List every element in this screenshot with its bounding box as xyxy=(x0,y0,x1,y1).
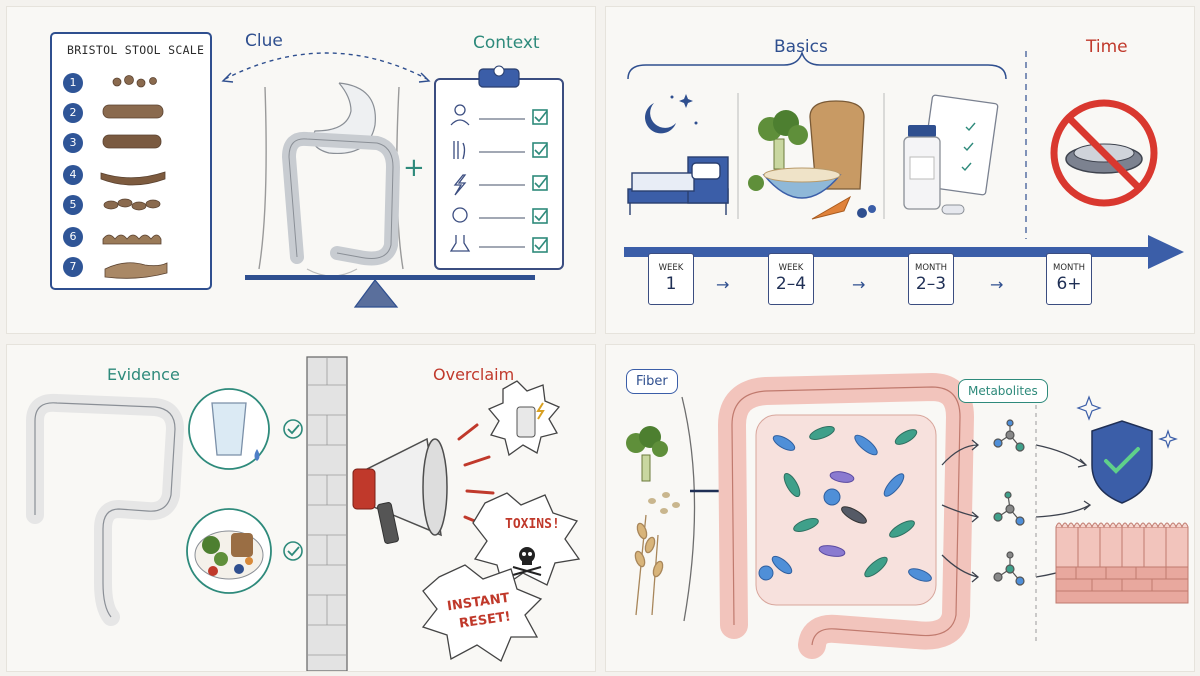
timeline-step-arrow: → xyxy=(990,275,1004,294)
basics-bracket xyxy=(627,50,1007,80)
panel-basics-time: Basics Time WEEK 1 WEEK 2–4 MONTH 2–3 MO… xyxy=(605,6,1195,334)
timeline-arrow xyxy=(624,247,1160,257)
stool-samples xyxy=(100,75,168,279)
wheat-icon xyxy=(634,514,664,616)
check-icon xyxy=(1104,447,1140,474)
broccoli-icon xyxy=(626,426,668,482)
plus-sign: + xyxy=(403,153,425,183)
colon xyxy=(281,131,401,266)
water-glass-icon xyxy=(211,402,247,456)
bed-icon xyxy=(627,156,729,215)
moon-icon xyxy=(645,103,676,134)
overclaim-label: Overclaim xyxy=(433,365,515,384)
pill-bottle-cap xyxy=(908,125,936,137)
fiber-metabolites-illustration xyxy=(626,372,1189,659)
burst-toxins xyxy=(472,492,581,589)
scale-number-6: 6 xyxy=(63,227,83,247)
check-icons xyxy=(532,109,548,253)
panel-clue-context: BRISTOL STOOL SCALE 1 2 3 4 5 6 7 Clue C… xyxy=(6,6,596,334)
check-icon xyxy=(287,546,300,557)
torso-outline xyxy=(258,86,404,270)
timeline-unit: WEEK xyxy=(778,263,804,273)
broccoli-icon xyxy=(758,110,808,170)
panel-evidence-overclaim: Evidence Overclaim TOXINS! INSTANT RESET… xyxy=(6,344,596,672)
basics-time-illustration xyxy=(624,50,1184,269)
scale-number-3: 3 xyxy=(63,133,83,153)
shield-icon xyxy=(1091,420,1153,504)
sparkle-icon xyxy=(1158,429,1178,449)
time-label: Time xyxy=(1086,37,1128,57)
scale-number-1: 1 xyxy=(63,73,83,93)
evidence-label: Evidence xyxy=(107,365,180,384)
burst-instant-reset xyxy=(421,564,543,662)
timeline-unit: MONTH xyxy=(915,263,947,273)
panel-fiber-metabolites: Fiber Metabolites xyxy=(605,344,1195,672)
timeline-week-2-4: WEEK 2–4 xyxy=(768,253,814,305)
bacteria xyxy=(758,426,932,582)
clipboard xyxy=(434,78,564,270)
prohibited-icon xyxy=(1050,99,1158,207)
metabolites-tag: Metabolites xyxy=(958,379,1048,403)
molecule-icons xyxy=(993,419,1025,586)
timeline-month-6-plus: MONTH 6+ xyxy=(1046,253,1092,305)
intestinal-tissue xyxy=(1055,522,1189,604)
bread-icon xyxy=(809,100,865,190)
balance-beam xyxy=(245,275,535,280)
bristol-card xyxy=(50,32,212,290)
star-icon xyxy=(679,94,693,108)
timeline-value: 6+ xyxy=(1056,274,1082,294)
carrot-icon xyxy=(811,195,852,220)
timeline-month-2-3: MONTH 2–3 xyxy=(908,253,954,305)
clue-label: Clue xyxy=(245,31,283,51)
bristol-scale-title: BRISTOL STOOL SCALE xyxy=(67,43,205,57)
timeline-value: 2–4 xyxy=(775,274,807,294)
clue-context-illustration xyxy=(50,32,564,308)
checklist-icons xyxy=(449,104,471,252)
seeds xyxy=(648,492,680,514)
timeline-value: 1 xyxy=(665,274,677,294)
sparkle-icon xyxy=(1076,395,1102,421)
colon-drawing xyxy=(26,393,185,626)
toxins-claim: TOXINS! xyxy=(505,517,560,532)
scale-number-5: 5 xyxy=(63,195,83,215)
dashed-link-arc xyxy=(224,52,428,80)
timeline-step-arrow: → xyxy=(716,275,730,294)
context-label: Context xyxy=(473,33,540,53)
checklist-lines xyxy=(479,118,525,248)
skull-icon xyxy=(512,547,542,576)
timeline-value: 2–3 xyxy=(915,274,947,294)
fiber-tag: Fiber xyxy=(626,369,678,394)
scale-number-2: 2 xyxy=(63,103,83,123)
timeline-unit: MONTH xyxy=(1053,263,1085,273)
evidence-overclaim-illustration xyxy=(26,356,581,671)
water-drop-icon xyxy=(254,449,260,461)
timeline-unit: WEEK xyxy=(658,263,684,273)
scale-number-7: 7 xyxy=(63,257,83,277)
timeline-step-arrow: → xyxy=(852,275,866,294)
fulcrum xyxy=(353,279,399,308)
check-icon xyxy=(287,424,300,435)
pill-capsule xyxy=(941,204,965,215)
scale-number-4: 4 xyxy=(63,165,83,185)
timeline-week-1: WEEK 1 xyxy=(648,253,694,305)
basics-label: Basics xyxy=(774,37,828,57)
fiber-bracket xyxy=(681,396,696,622)
